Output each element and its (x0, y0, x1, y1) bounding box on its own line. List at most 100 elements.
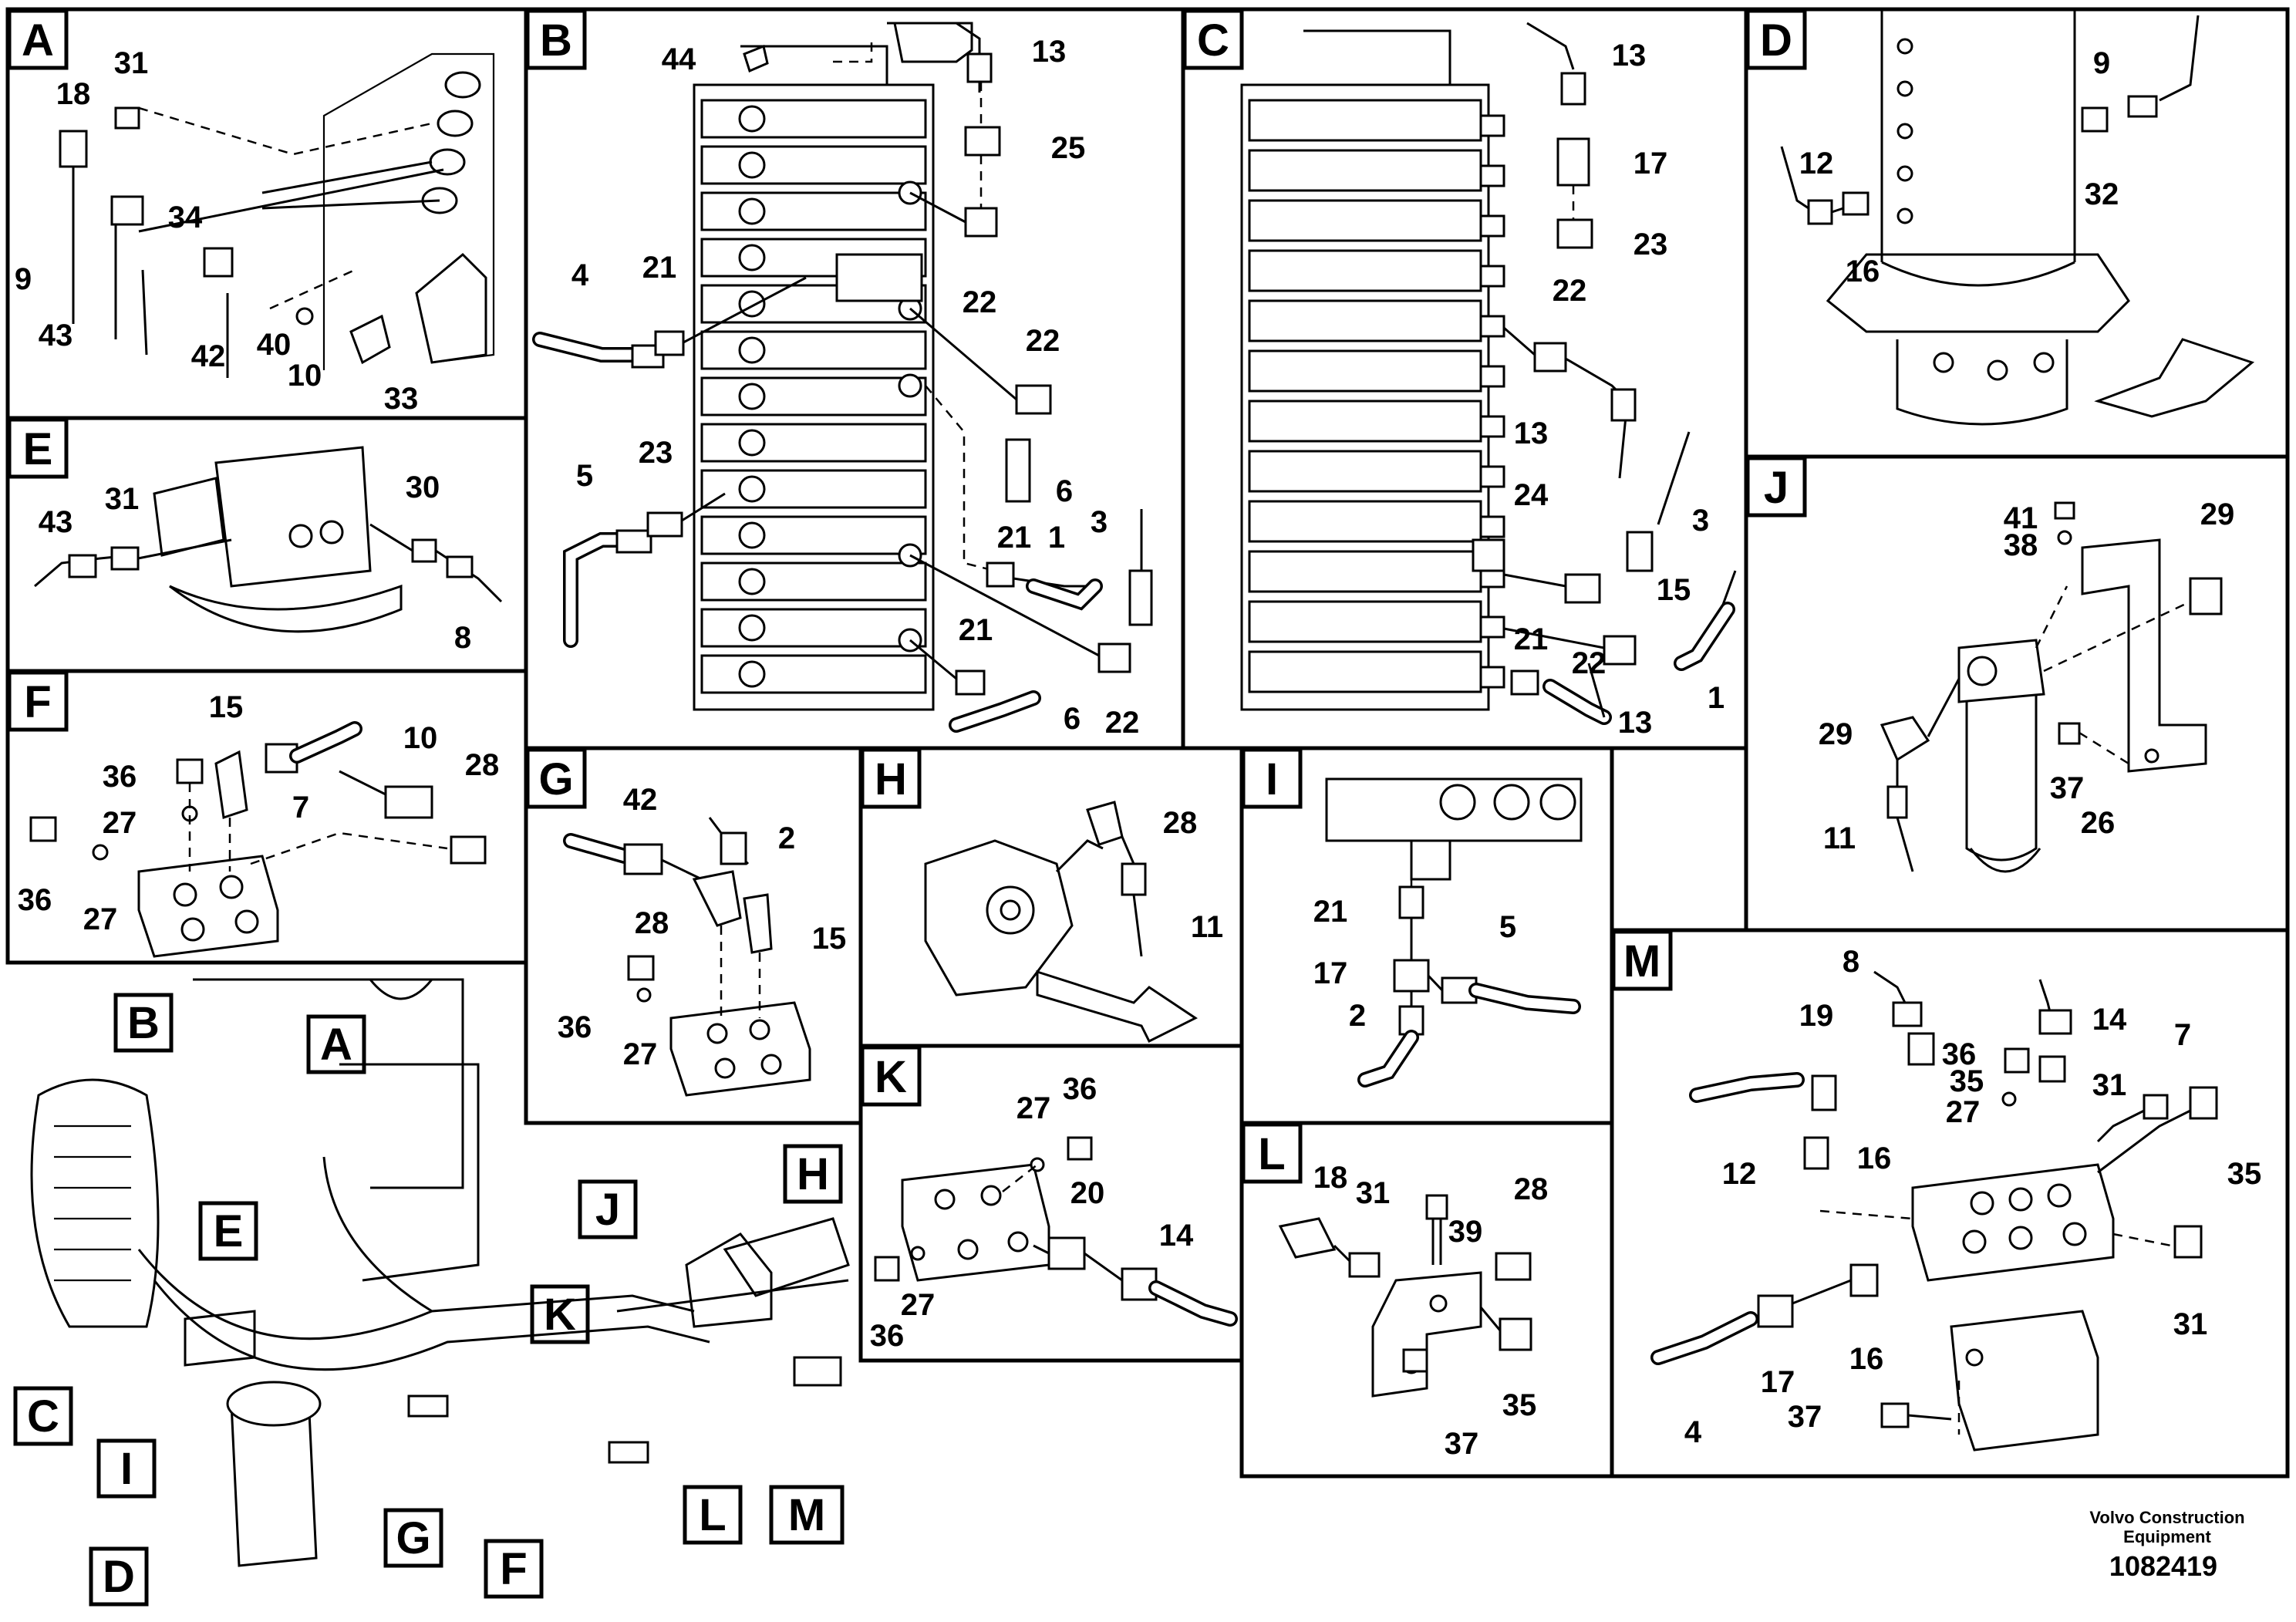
i-valve-port (1539, 784, 1576, 821)
overview-block-f (608, 1441, 649, 1464)
panel-k-drawing: 27 36 20 14 27 36 (870, 1072, 1238, 1353)
overview-tag-b-label: B (127, 998, 160, 1048)
e-fitting-30 (411, 538, 437, 563)
c-valve-section (1248, 99, 1482, 142)
b-spool-cap (738, 290, 766, 318)
d-callout-16: 16 (1846, 255, 1880, 288)
b-spool-cap (738, 429, 766, 457)
c-callout-21: 21 (1514, 622, 1549, 656)
section-tag-m: M (1611, 929, 1673, 991)
m-tee-17 (1757, 1294, 1794, 1328)
c-valve-section (1248, 650, 1482, 693)
c-valve-section (1248, 400, 1482, 443)
e-callout-43: 43 (39, 505, 73, 539)
i-hose-5-inner (1471, 985, 1579, 1012)
d-column-base (1881, 261, 2075, 287)
b-fitting-21c (955, 669, 986, 696)
b-spool-cap (738, 105, 766, 133)
b-valve-section (700, 145, 927, 185)
section-tag-h: H (860, 747, 922, 809)
g-callout-2: 2 (778, 821, 795, 855)
l-callout-18: 18 (1313, 1161, 1348, 1195)
b-spool-cap (738, 521, 766, 549)
j-callout-38: 38 (2004, 528, 2038, 562)
l-elbow-18 (1278, 1217, 1337, 1259)
panel-g-drawing: 42 2 28 15 36 27 (558, 783, 846, 1097)
section-tag-j: J (1745, 456, 1807, 518)
m-elbow-14 (2038, 1009, 2072, 1035)
e-callout-8: 8 (454, 621, 471, 655)
section-tag-b: B (525, 8, 587, 70)
c-fitting-13 (1560, 72, 1586, 106)
l-lead-35 (1479, 1307, 1502, 1331)
overview-tag-e-box (198, 1201, 258, 1261)
b-lead-21c (909, 639, 957, 680)
c-tee-23 (1556, 218, 1593, 249)
section-tag-c-label: C (1197, 15, 1229, 66)
c-valve-section (1248, 500, 1482, 543)
e-callout-31: 31 (105, 482, 140, 516)
b-valve-section (700, 561, 927, 602)
overview-drawing (30, 978, 850, 1567)
c-tee-22b (1603, 635, 1637, 666)
i-callout-5: 5 (1499, 910, 1516, 944)
b-dash-top (833, 42, 873, 63)
k-block (901, 1163, 1050, 1282)
m-callout-31: 31 (2092, 1068, 2127, 1102)
m-callout-35b: 35 (2227, 1157, 2262, 1191)
a-fitting-31 (114, 106, 140, 130)
m-hose-4-inner (1653, 1313, 1756, 1363)
overview-pump (723, 1217, 850, 1297)
a-pipe-3 (138, 168, 444, 233)
overview-tag-g: G (383, 1508, 443, 1568)
i-tee-17 (1393, 959, 1430, 993)
k-callout-27: 27 (1017, 1091, 1051, 1125)
l-fitting-31 (1348, 1252, 1381, 1278)
g-callout-27: 27 (623, 1037, 658, 1071)
overview-tag-b: B (113, 993, 174, 1053)
section-tag-k-label: K (875, 1052, 907, 1102)
e-motor-block (214, 446, 372, 588)
c-plug (1479, 164, 1505, 187)
k-block-port (1007, 1231, 1029, 1253)
section-tag-b-label: B (540, 15, 572, 66)
section-tag-b-box (525, 8, 587, 70)
overview-round-top (369, 979, 433, 1000)
section-tag-a-box (7, 8, 69, 70)
overview-tag-b-box (113, 993, 174, 1053)
section-tag-i-box (1241, 747, 1303, 809)
f-block-port (219, 875, 244, 899)
m-dash-16 (1819, 1209, 1913, 1220)
panel-e-frame (5, 416, 528, 673)
b-callout-21: 21 (642, 251, 677, 285)
a-callout-9: 9 (15, 262, 32, 296)
b-lead-23 (681, 492, 726, 522)
c-hose-13 (1526, 22, 1575, 70)
e-motor-side (153, 477, 225, 557)
m-callout-35: 35 (1950, 1064, 1984, 1098)
m-elbow-7 (2143, 1094, 2169, 1120)
d-port (1896, 38, 1913, 55)
overview-tag-f-box (484, 1539, 544, 1599)
b-spool-cap (738, 383, 766, 410)
l-bracket (1371, 1271, 1482, 1398)
d-hose-9 (2159, 15, 2200, 102)
c-valve-plugs (1479, 114, 1505, 689)
d-direction-arrow (2094, 338, 2255, 418)
panel-m-drawing: 8 19 14 36 35 7 27 31 12 16 35 17 16 31 … (1650, 945, 2262, 1452)
a-callout-33: 33 (384, 382, 419, 416)
c-valve-section (1248, 299, 1482, 342)
f-callout-7: 7 (292, 791, 309, 824)
h-fitting-11 (1121, 862, 1147, 896)
j-callout-37: 37 (2050, 771, 2085, 805)
g-fitting-2 (720, 831, 747, 865)
c-callout-1: 1 (1708, 681, 1725, 715)
b-spool-cap (738, 197, 766, 225)
section-tag-l-label: L (1258, 1129, 1285, 1179)
k-dash-27 (1002, 1164, 1038, 1192)
b-spool-cap (738, 475, 766, 503)
c-tee-22 (1533, 342, 1567, 373)
b-side-block (835, 253, 923, 302)
j-callout-41: 41 (2004, 501, 2038, 535)
a-callout-42: 42 (191, 339, 226, 373)
